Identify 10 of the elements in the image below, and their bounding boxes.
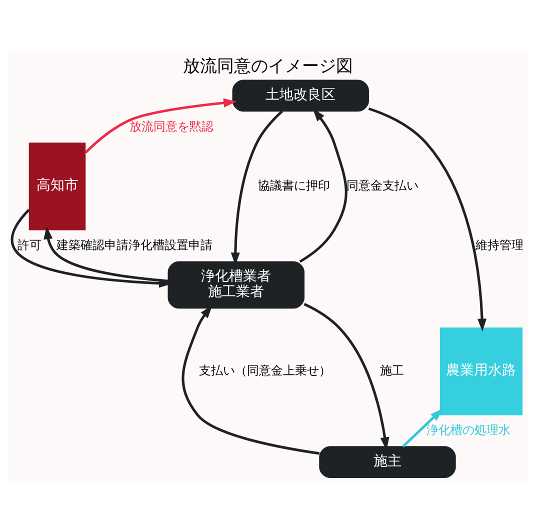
edge-label: 建築確認申請浄化槽設置申請 — [56, 237, 213, 252]
edge-label: 放流同意を黙認 — [130, 118, 214, 133]
diagram-title: 放流同意のイメージ図 — [182, 56, 353, 76]
edge-label: 浄化槽の処理水 — [426, 422, 510, 436]
edge-label: 支払い（同意金上乗せ） — [198, 363, 331, 378]
edge-label: 維持管理 — [475, 237, 524, 252]
edge-label: 同意金支払い — [346, 178, 418, 192]
edge-label: 協議書に押印 — [258, 178, 330, 192]
edge-label: 許可 — [17, 237, 42, 252]
edge-label: 施工 — [380, 363, 404, 378]
